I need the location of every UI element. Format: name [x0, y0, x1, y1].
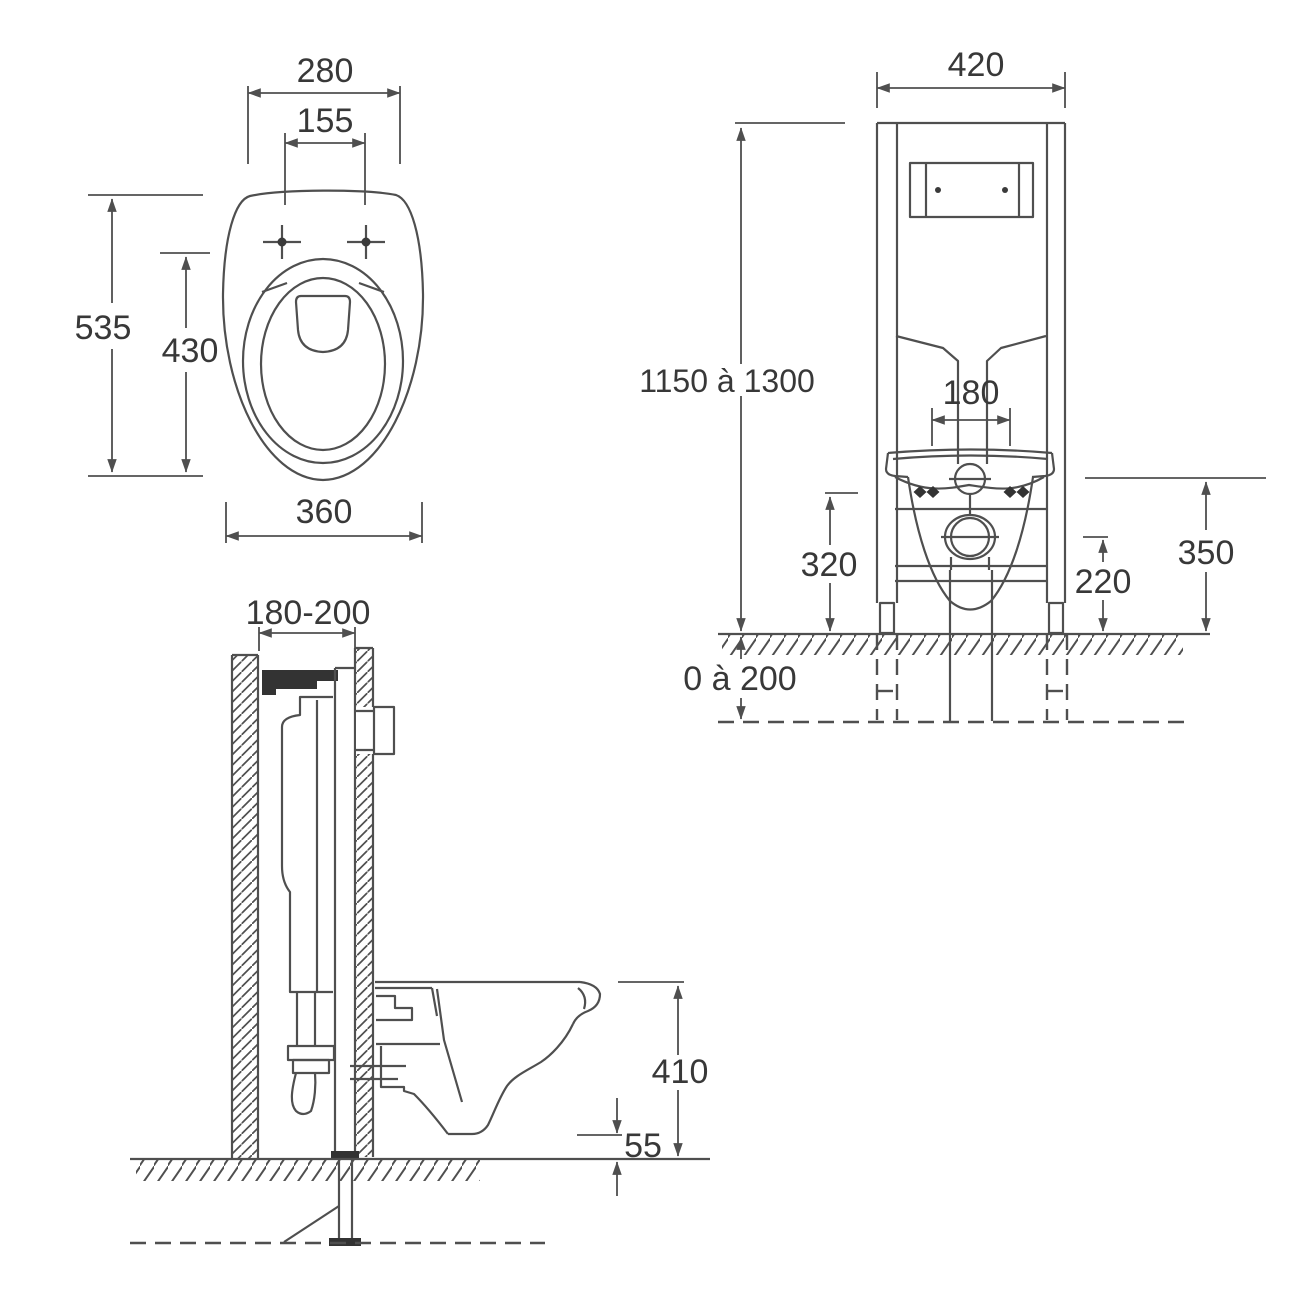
plan-dim-hole-spacing: 155: [284, 102, 366, 205]
plan-fixing-cross-right: [347, 225, 385, 259]
plan-dim-overall-width-label: 280: [297, 52, 354, 90]
front-dim-frame-height: 1150 à 1300: [639, 122, 845, 632]
front-below-ground: [718, 634, 1185, 724]
plan-seat-notch-right: [358, 281, 385, 294]
side-ground: [130, 1157, 710, 1245]
front-dim-inlet-height: 350: [1085, 477, 1266, 632]
plan-view: 280 155 535 430 360: [75, 52, 425, 543]
side-frame-rail: [331, 666, 359, 1159]
side-view: 180-200 410 55: [130, 594, 710, 1246]
plan-dim-seat-length-label: 430: [162, 332, 219, 370]
plan-fixing-cross-left: [263, 225, 301, 259]
side-back-wall: [230, 653, 260, 1159]
side-cistern: [280, 695, 333, 994]
plan-dim-seat-length: 430: [160, 252, 219, 473]
front-dim-rail-height-label: 320: [801, 546, 858, 584]
front-dim-floor-adjust-label: 0 à 200: [683, 660, 796, 698]
front-dim-inlet-height-label: 350: [1178, 534, 1235, 572]
front-ground: [718, 632, 1210, 655]
front-cistern-funnel: [895, 334, 1047, 464]
front-flush-plate: [908, 161, 1035, 219]
front-fixing-bolts: [913, 486, 1030, 498]
plan-bowl-outline: [221, 189, 425, 482]
side-dim-bottom-clearance: 55: [577, 1098, 662, 1196]
front-dim-bolt-spacing-label: 180: [943, 374, 1000, 412]
plan-dim-overall-depth: 535: [75, 194, 203, 477]
side-flush-button: [356, 705, 396, 756]
plan-dim-overall-width: 280: [247, 52, 401, 164]
front-view: 420 1150 à 1300 180 320 220: [639, 46, 1266, 724]
front-dim-outlet-height-label: 220: [1075, 563, 1132, 601]
plan-flush-opening: [294, 294, 352, 354]
plan-dim-hole-spacing-label: 155: [297, 102, 354, 140]
plan-seat-outer: [241, 257, 405, 465]
plan-dim-front-width: 360: [225, 493, 423, 543]
side-dim-cavity-depth-label: 180-200: [246, 594, 371, 632]
front-dim-outlet-height: 220: [1075, 536, 1132, 632]
front-dim-bolt-spacing: 180: [931, 374, 1011, 446]
side-dim-rim-height: 410: [618, 981, 709, 1157]
plan-dim-front-width-label: 360: [296, 493, 353, 531]
front-dim-floor-adjust: 0 à 200: [683, 636, 797, 720]
front-dim-rail-height: 320: [801, 492, 858, 632]
side-bowl: [375, 980, 602, 1136]
front-foot-right: [1047, 601, 1065, 635]
side-dim-bottom-clearance-label: 55: [624, 1127, 662, 1165]
front-foot-left: [878, 601, 896, 635]
side-dim-cavity-depth: 180-200: [246, 594, 371, 651]
plan-dim-overall-depth-label: 535: [75, 309, 132, 347]
side-plumbing: [286, 992, 406, 1116]
front-bowl: [884, 448, 1056, 611]
plan-seat-notch-left: [261, 281, 288, 294]
side-dim-rim-height-label: 410: [652, 1053, 709, 1091]
front-dim-frame-height-label: 1150 à 1300: [639, 363, 815, 399]
plan-seat-inner: [259, 276, 387, 452]
side-wall-bracket: [262, 670, 338, 695]
front-dim-frame-width-label: 420: [948, 46, 1005, 84]
front-dim-frame-width: 420: [876, 46, 1066, 108]
